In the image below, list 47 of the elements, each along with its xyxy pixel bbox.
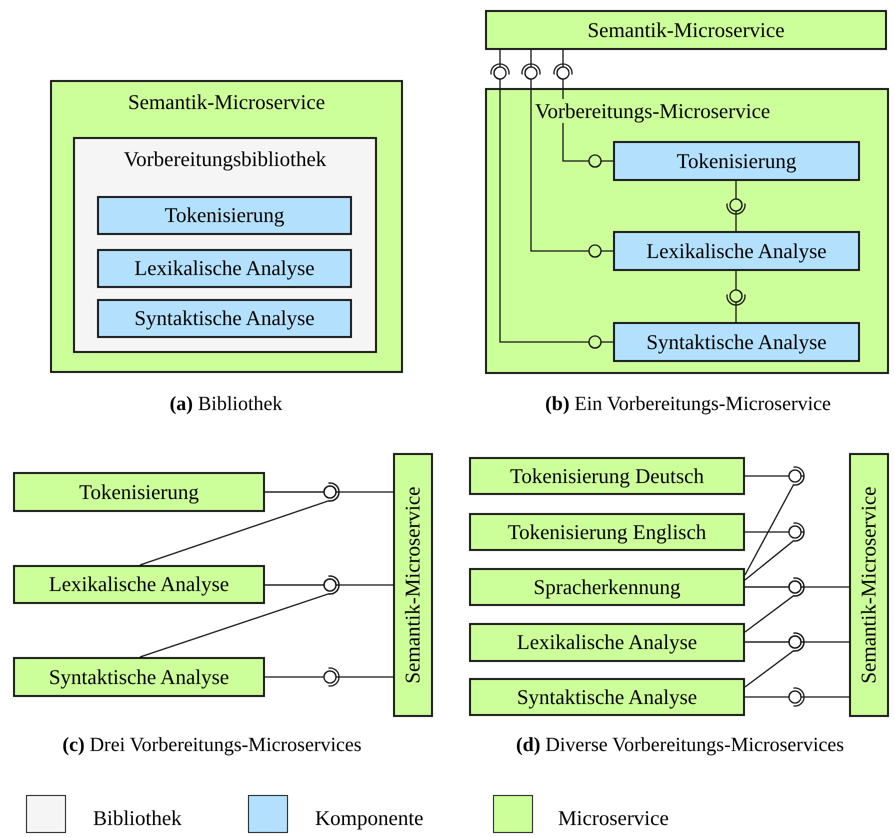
microservice-box	[469, 513, 745, 551]
box-label: Lexikalische Analyse	[48, 572, 230, 597]
component-box	[97, 196, 352, 235]
box-label: Syntaktische Analyse	[48, 664, 230, 690]
caption: (a) Bibliothek	[170, 393, 282, 416]
legend-label: Microservice	[558, 806, 669, 831]
component-box	[613, 322, 860, 362]
microservice-box	[849, 453, 889, 717]
box-label: Tokenisierung	[79, 480, 199, 504]
microservice-box	[469, 457, 745, 495]
box-label: Spracherkennung	[534, 574, 680, 600]
microservice-box	[485, 10, 887, 50]
component-box	[97, 299, 352, 338]
microservice-box	[469, 678, 745, 716]
box-label: Lexikalische Analyse	[134, 256, 315, 281]
legend-label: Komponente	[315, 806, 424, 831]
caption: (b) Ein Vorbereitungs-Microservice	[545, 393, 831, 416]
caption: (d) Diverse Vorbereitungs-Microservices	[516, 734, 844, 757]
box-label: Lexikalische Analyse	[516, 630, 698, 655]
box-label: Syntaktische Analyse	[646, 330, 827, 354]
microservice-box	[393, 453, 433, 717]
microservice-box	[469, 623, 745, 662]
microservice-box	[13, 472, 265, 512]
box-label: Lexikalische Analyse	[646, 238, 827, 264]
microservice-box	[469, 568, 745, 606]
microservice-box	[13, 657, 265, 697]
library-box	[73, 137, 377, 353]
box-label: Tokenisierung Deutsch	[510, 464, 704, 488]
box-label: Tokenisierung	[164, 203, 284, 228]
box-label: Tokenisierung	[676, 148, 796, 174]
component-box	[613, 141, 860, 181]
legend-label: Bibliothek	[93, 806, 182, 831]
component-box	[613, 231, 860, 271]
box-label: Vorbereitungs-Microservice	[535, 99, 770, 124]
box-label: Semantik-Microservice	[587, 18, 785, 42]
caption: (c) Drei Vorbereitungs-Microservices	[62, 734, 362, 757]
box-label: Syntaktische Analyse	[516, 684, 698, 710]
box-label: Semantik-Microservice	[128, 90, 326, 114]
box-label: Semantik-Microservice	[400, 486, 426, 684]
component-box	[97, 249, 352, 288]
box-label: Semantik-Microservice	[856, 486, 882, 684]
microservice-box	[13, 565, 265, 604]
microservice-box	[485, 88, 889, 374]
box-label: Syntaktische Analyse	[134, 306, 315, 331]
box-label: Tokenisierung Englisch	[508, 520, 706, 544]
microservice-box	[50, 80, 403, 373]
box-label: Vorbereitungsbibliothek	[124, 147, 326, 172]
